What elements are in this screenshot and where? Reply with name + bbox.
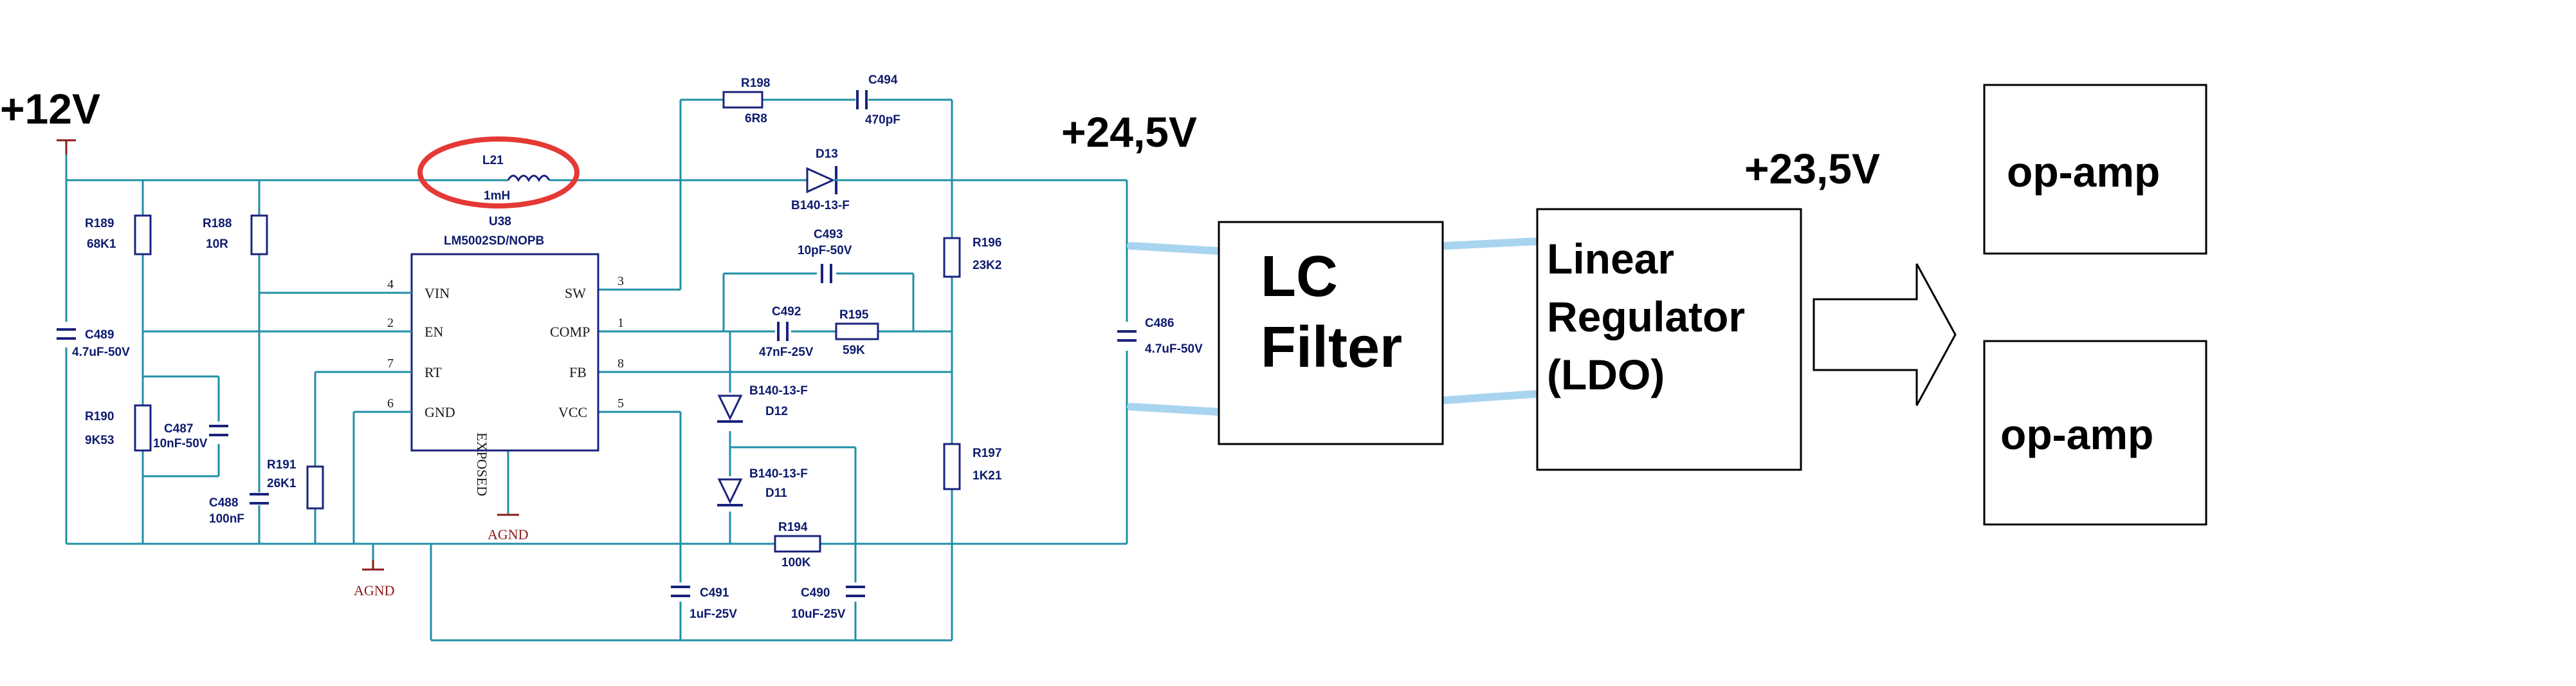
c491-value: 1uF-25V (690, 607, 737, 621)
r188-value: 10R (206, 237, 228, 251)
r195-value: 59K (843, 344, 865, 357)
r188-ref: R188 (203, 217, 232, 230)
d11-ref: D11 (765, 487, 787, 500)
pin-number: 2 (387, 316, 394, 330)
ground-symbols: AGND AGND (57, 139, 529, 598)
pin-name-vin: VIN (425, 285, 450, 301)
d11-value: B140-13-F (749, 467, 808, 481)
r197-ref: R197 (973, 447, 1001, 460)
r194-value: 100K (781, 556, 811, 570)
r197-value: 1K21 (973, 469, 1002, 483)
opamp-2-label: op-amp (2000, 411, 2153, 458)
pin-name-vcc: VCC (558, 404, 587, 420)
c494-value: 470pF (865, 113, 900, 127)
ic-part: LM5002SD/NOPB (444, 234, 544, 248)
c492-ref: C492 (772, 305, 801, 319)
c489-ref: C489 (85, 328, 114, 342)
r196-ref: R196 (973, 236, 1001, 250)
opamp-block-2: op-amp (1983, 340, 2207, 526)
r190-value: 9K53 (85, 434, 114, 447)
r191-value: 26K1 (267, 477, 297, 490)
output-cap-c486: C486 4.7uF-50V (1117, 317, 1203, 356)
ldo-block: Linear Regulator (LDO) (1536, 208, 1802, 471)
lc-filter-block: LC Filter (1218, 221, 1444, 445)
divider-r196-r197: R196 23K2 R197 1K21 (943, 236, 1002, 490)
r189-ref: R189 (85, 217, 114, 230)
rail-12v: +12V (0, 85, 100, 133)
pin-number: 7 (387, 357, 394, 371)
d12-value: B140-13-F (749, 384, 808, 398)
r190-ref: R190 (85, 410, 114, 423)
ldo-line-2: Regulator (1547, 293, 1745, 340)
c487-value: 10nF-50V (153, 437, 208, 450)
opamp-1-label: op-amp (2007, 148, 2160, 196)
d12-ref: D12 (765, 405, 788, 418)
c492-value: 47nF-25V (759, 346, 814, 359)
r189-value: 68K1 (87, 237, 116, 251)
pin-number: 5 (617, 396, 624, 411)
c494-ref: C494 (868, 73, 898, 87)
inductor-l21: L21 1mH (417, 136, 580, 209)
r198-value: 6R8 (745, 112, 767, 125)
r196-value: 23K2 (973, 259, 1001, 272)
c488-ref: C488 (209, 496, 238, 510)
pin-name-comp: COMP (550, 324, 590, 340)
ldo-line-1: Linear (1547, 235, 1674, 283)
opamp-block-1: op-amp (1983, 84, 2207, 255)
arrow (1813, 263, 1957, 406)
r195-ref: R195 (839, 308, 869, 322)
c489-value: 4.7uF-50V (72, 346, 130, 359)
c491-ref: C491 (700, 586, 729, 600)
diode-d13: D13 B140-13-F (791, 147, 850, 212)
l21-ref: L21 (482, 154, 504, 167)
pin-number: 1 (617, 316, 624, 330)
c488-value: 100nF (209, 512, 244, 526)
lc-filter-line-2: Filter (1261, 315, 1402, 380)
ic-u38: U38 LM5002SD/NOPB 4 2 7 6 VIN EN RT GND … (367, 215, 624, 496)
ic-ref: U38 (489, 215, 511, 228)
pin-name-rt: RT (425, 364, 442, 380)
pin-number: 8 (617, 357, 624, 371)
c487-ref: C487 (164, 422, 193, 436)
agnd-label-2: AGND (488, 526, 529, 542)
ldo-line-3: (LDO) (1547, 351, 1665, 398)
c493-ref: C493 (814, 228, 843, 241)
wires (65, 98, 1128, 642)
snubber-r198-c494: R198 6R8 C494 470pF (722, 73, 900, 127)
d13-value: B140-13-F (791, 199, 850, 212)
vcc-network: B140-13-F D12 B140-13-F D11 R194 100K C4… (671, 384, 865, 621)
exposed-pad-label: EXPOSED (474, 432, 490, 496)
pin-name-sw: SW (565, 285, 586, 301)
input-network: R189 68K1 R188 10R C489 4.7uF-50V R190 9… (57, 214, 324, 526)
comp-network: C493 10pF-50V C492 47nF-25V R195 59K (759, 228, 879, 359)
c493-value: 10pF-50V (798, 244, 852, 257)
c490-value: 10uF-25V (791, 607, 846, 621)
rail-23v5: +23,5V (1744, 145, 1880, 192)
pin-number: 6 (387, 396, 394, 411)
agnd-label-1: AGND (354, 582, 395, 598)
pin-name-gnd: GND (425, 404, 455, 420)
link-lines (1127, 237, 1541, 416)
c486-value: 4.7uF-50V (1145, 342, 1203, 356)
d13-ref: D13 (816, 147, 838, 161)
l21-value: 1mH (484, 189, 510, 203)
pin-name-en: EN (425, 324, 443, 340)
c486-ref: C486 (1145, 317, 1174, 330)
pin-number: 4 (387, 277, 394, 292)
highlight-circle (417, 136, 580, 209)
r198-ref: R198 (741, 77, 770, 90)
pin-name-fb: FB (569, 364, 587, 380)
r191-ref: R191 (267, 458, 297, 472)
r194-ref: R194 (778, 521, 808, 534)
c490-ref: C490 (801, 586, 830, 600)
pin-number: 3 (617, 274, 624, 288)
rail-24v5: +24,5V (1061, 108, 1197, 156)
lc-filter-line-1: LC (1261, 245, 1338, 309)
